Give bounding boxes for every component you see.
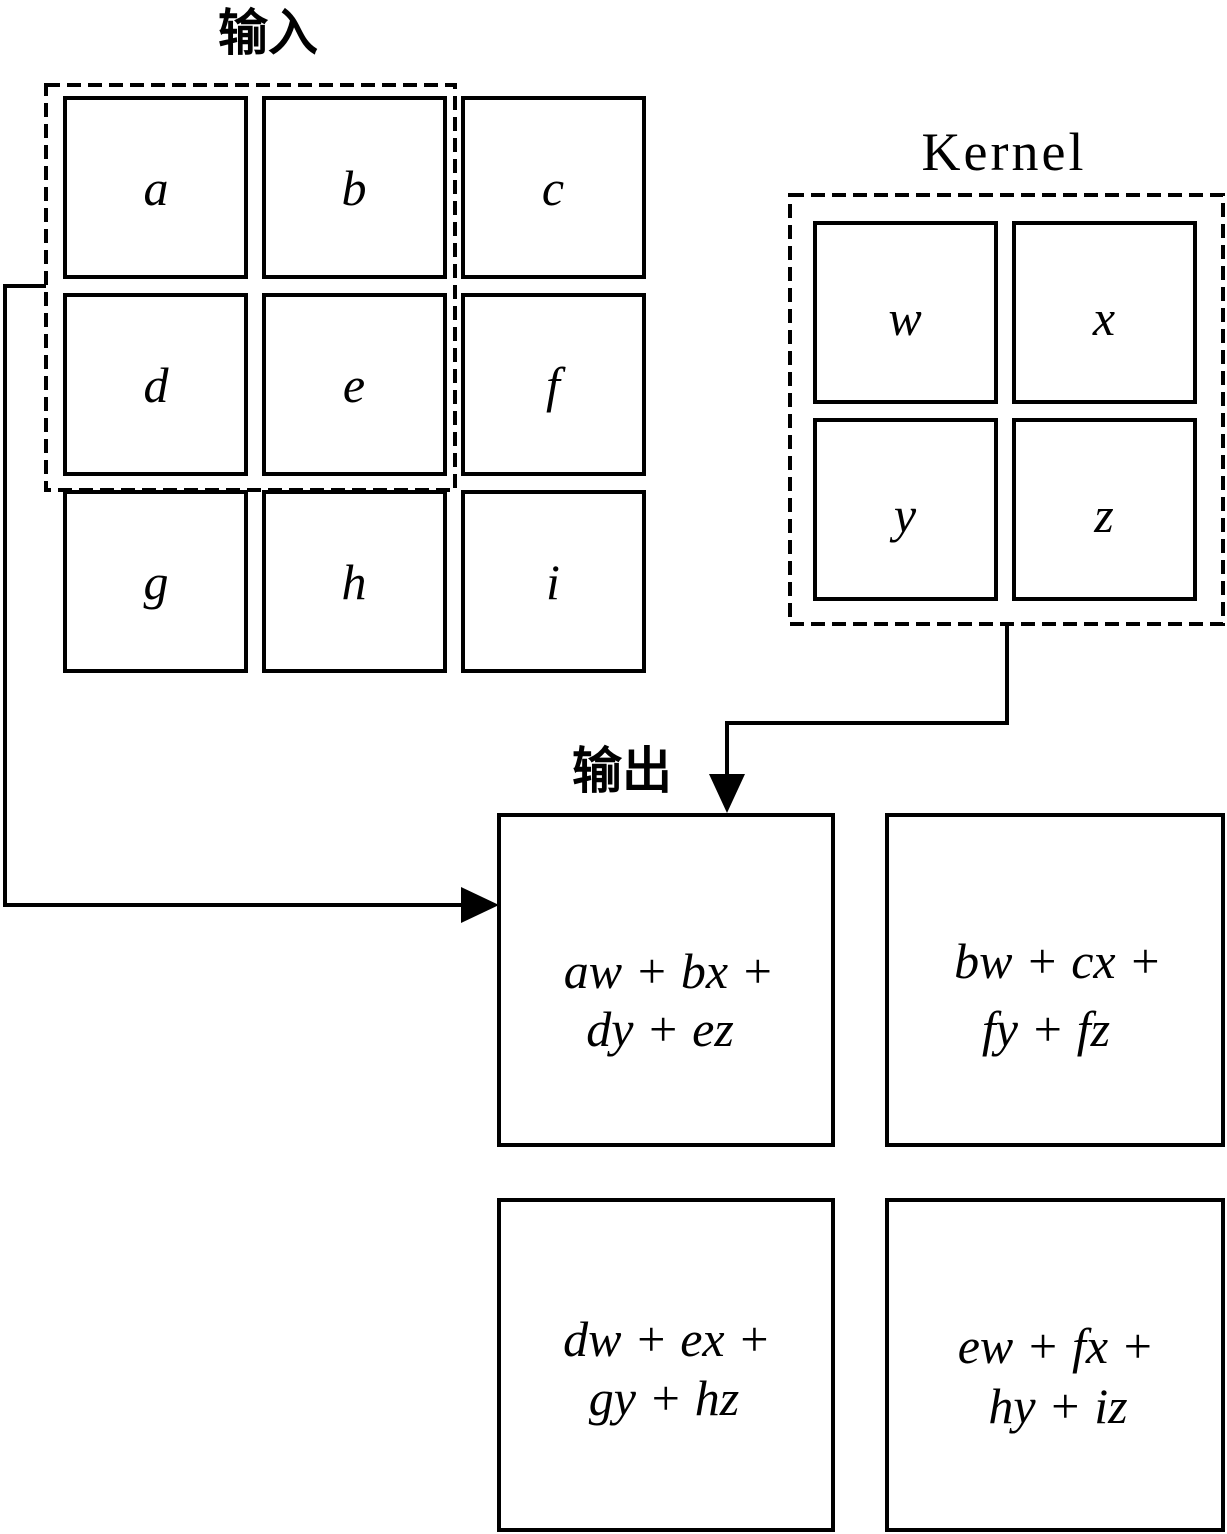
input-cell-label: h: [342, 554, 367, 610]
kernel-cell-w-box: [813, 221, 998, 404]
output-cell-1-box: [497, 813, 835, 1147]
input-cell-f-box: [461, 293, 646, 476]
kernel-cell-label: x: [1092, 290, 1115, 346]
output-expression-line: aw + bx +: [564, 943, 775, 999]
input-cell-b-box: [262, 96, 447, 279]
input-cell-a-box: [63, 96, 248, 279]
input-cell-label: b: [342, 160, 367, 216]
kernel-to-output-connector: [725, 624, 1009, 780]
kernel-cell-x-box: [1012, 221, 1197, 404]
input-cell-e-box: [262, 293, 447, 476]
kernel-grid: w x y z: [788, 193, 1225, 626]
input-title: 输入: [218, 4, 318, 62]
output-grid: aw + bx + dy + ez bw + cx + fy + fz dw +…: [497, 813, 1225, 1532]
input-grid: a b c d e f g h i: [63, 96, 646, 673]
input-cell-c-box: [461, 96, 646, 279]
output-expression-line: dw + ex +: [563, 1311, 771, 1367]
input-to-output-arrowhead: [461, 887, 499, 923]
kernel-title: Kernel: [922, 122, 1087, 182]
output-cell-2-box: [885, 813, 1225, 1147]
input-cell-label: i: [546, 554, 560, 610]
kernel-cell-label: z: [1093, 487, 1113, 543]
input-to-output-connector: [3, 284, 466, 907]
output-expression-line: hy + iz: [988, 1378, 1127, 1434]
input-cell-g-box: [63, 490, 248, 673]
input-cell-i-box: [461, 490, 646, 673]
output-expression-line: ew + fx +: [958, 1318, 1155, 1374]
kernel-cell-label: y: [889, 487, 917, 543]
output-expression-line: dy + ez: [586, 1001, 734, 1057]
kernel-cell-z-box: [1012, 418, 1197, 601]
input-cell-label: a: [144, 160, 169, 216]
input-cell-label: d: [144, 357, 170, 413]
input-cell-d-box: [63, 293, 248, 476]
receptive-field-window: [44, 83, 457, 492]
input-cell-label: c: [542, 160, 564, 216]
output-cell-4-box: [885, 1198, 1225, 1532]
input-cell-label: e: [343, 357, 365, 413]
kernel-cell-y-box: [813, 418, 998, 601]
output-title: 输出: [572, 742, 672, 800]
kernel-cell-label: w: [888, 290, 921, 346]
output-cell-3-box: [497, 1198, 835, 1532]
output-expression-line: bw + cx +: [954, 933, 1162, 989]
output-expression-line: gy + hz: [589, 1370, 739, 1426]
input-cell-label: g: [144, 554, 169, 610]
kernel-to-output-arrowhead: [709, 774, 745, 813]
input-cell-h-box: [262, 490, 447, 673]
output-expression-line: fy + fz: [982, 1001, 1110, 1057]
